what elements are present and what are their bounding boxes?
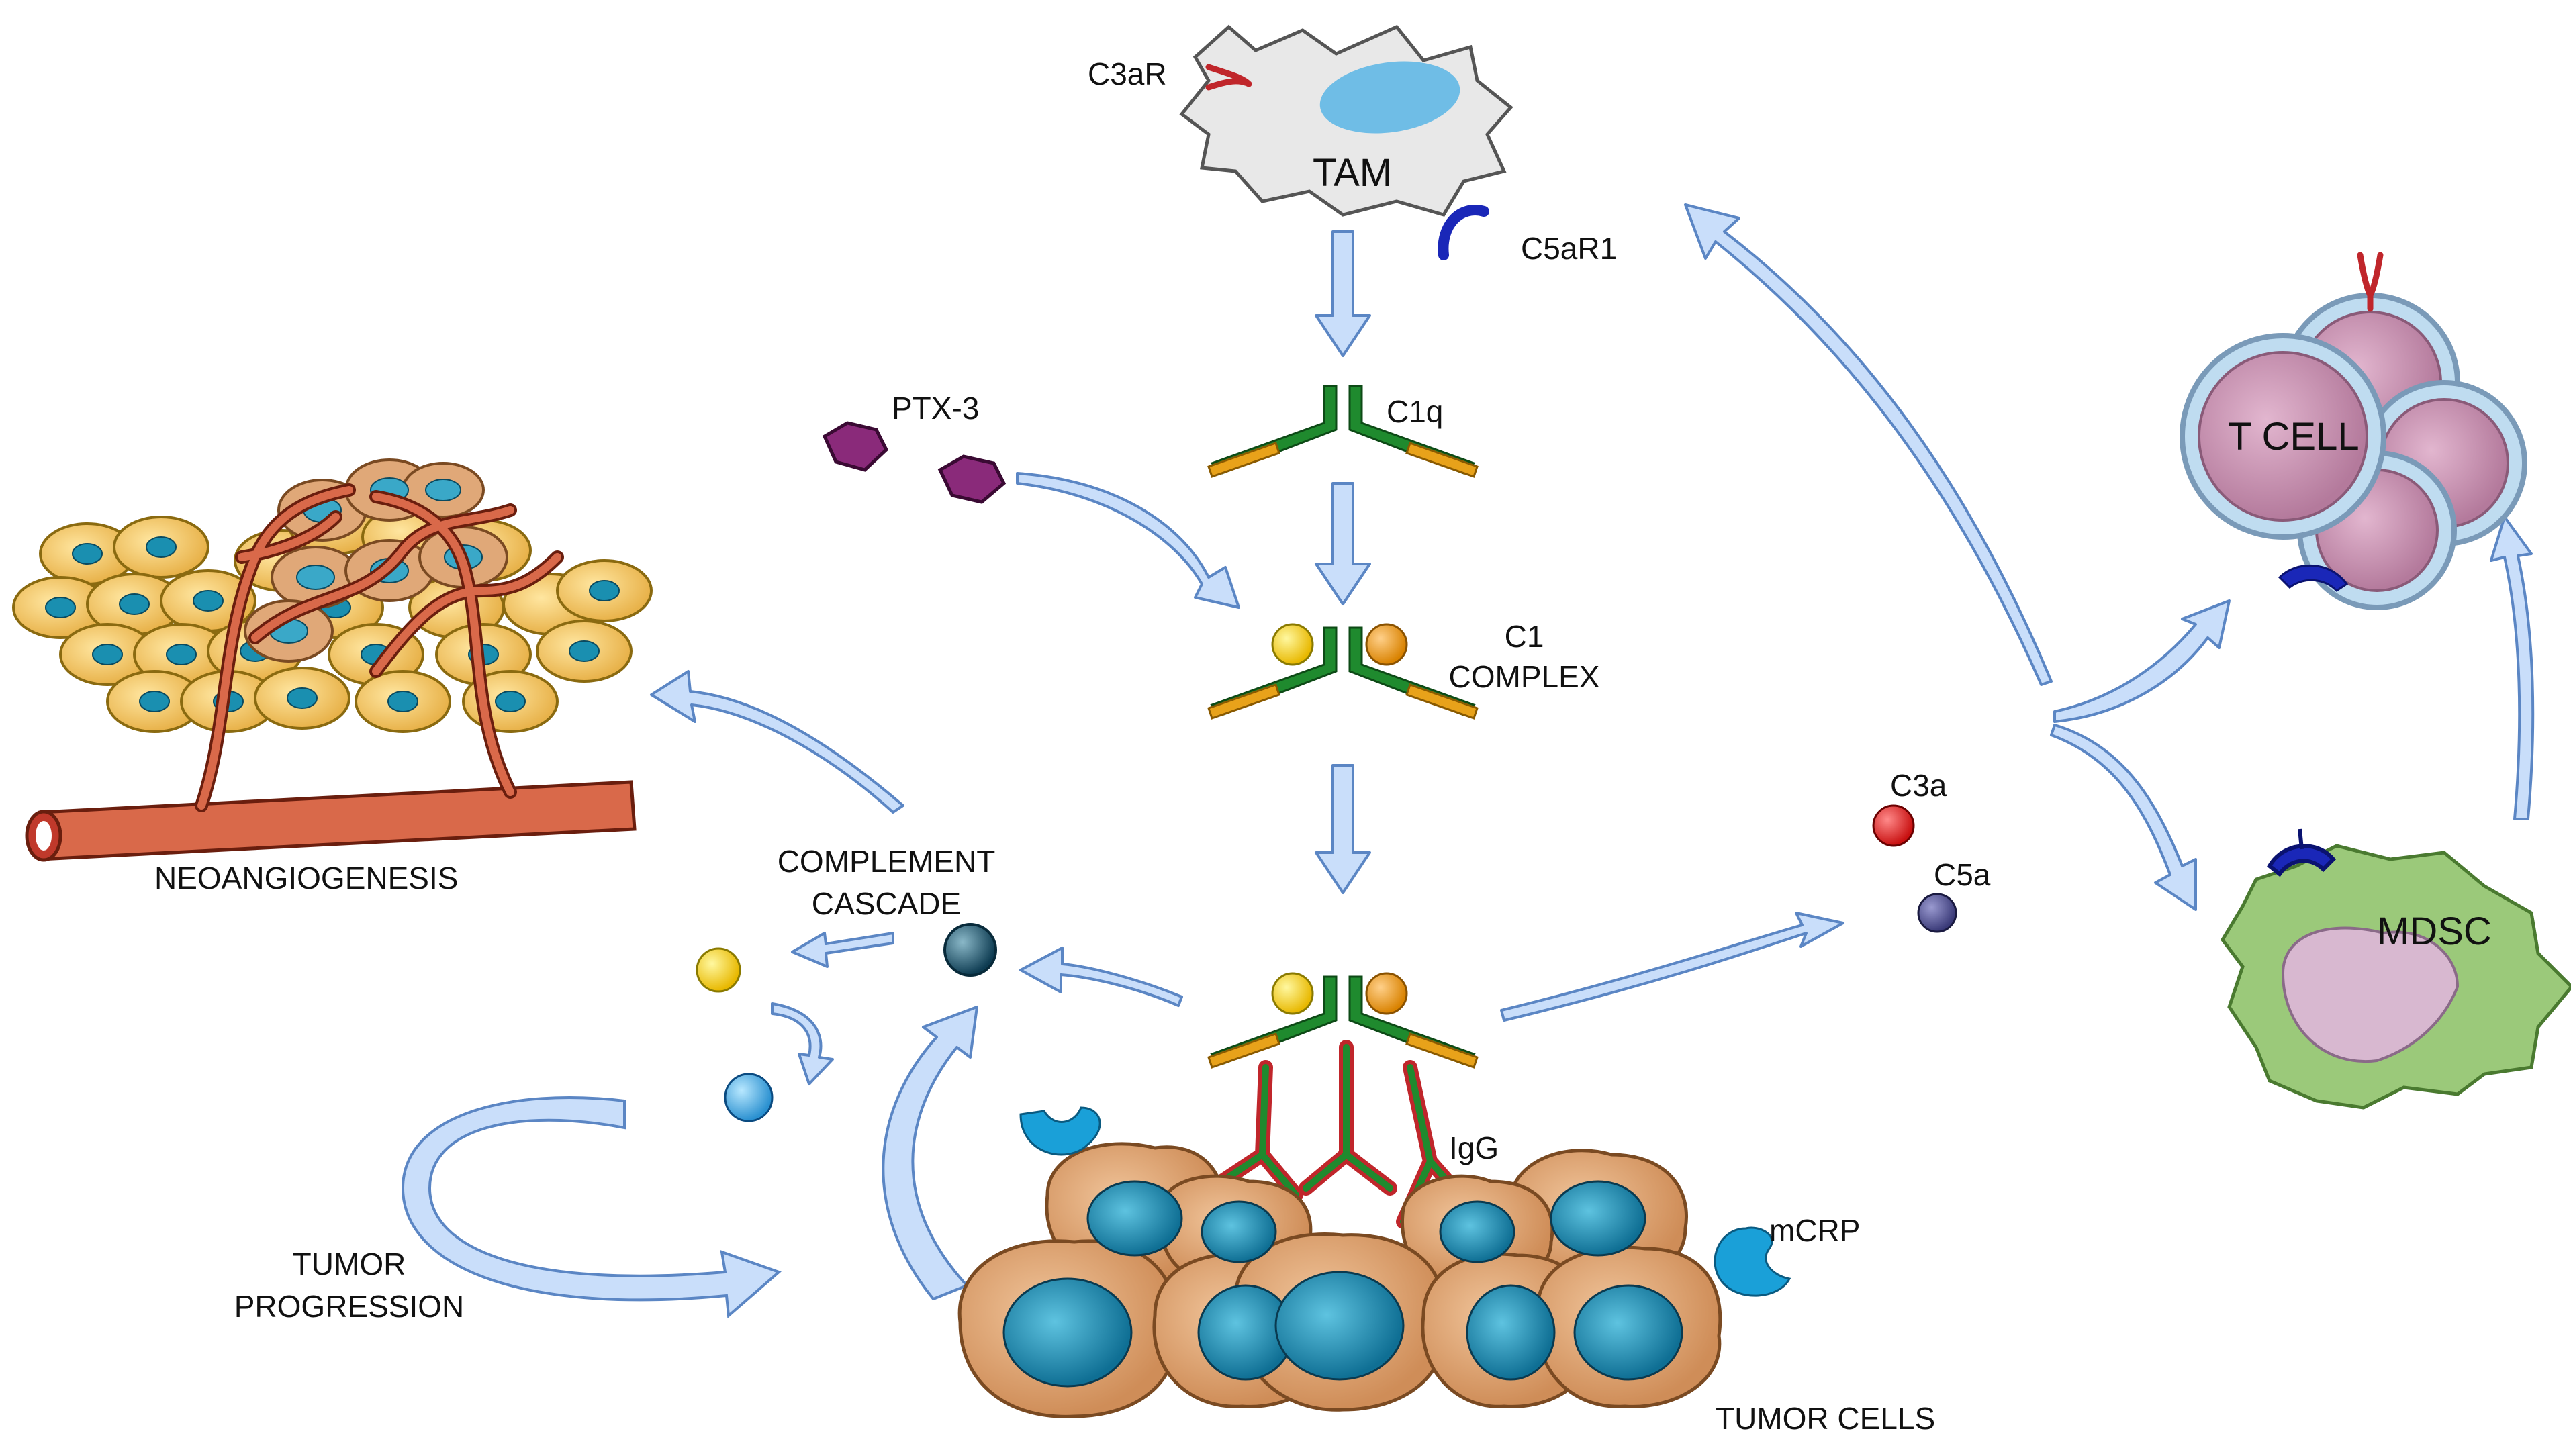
mcrp-icon-left <box>1019 1106 1101 1156</box>
tcell-label: T CELL <box>2228 415 2359 458</box>
tcell-cluster <box>2180 293 2527 610</box>
ptx3-label: PTX-3 <box>892 391 980 426</box>
c1q-label: C1q <box>1387 394 1444 429</box>
mcrp-icon-right <box>1714 1226 1791 1297</box>
neoangiogenesis-tissue <box>12 458 653 862</box>
arrow-cascade-to-neoangiogenesis <box>650 670 904 814</box>
mdsc-cell <box>2220 844 2571 1110</box>
tam-nucleus <box>1319 61 1460 134</box>
arrow-c1q-to-c1complex <box>1315 482 1371 605</box>
c1-complex-label-line1: C1 <box>1504 619 1544 654</box>
arrows <box>650 203 2535 1300</box>
mdsc-label: MDSC <box>2377 910 2492 953</box>
c5ar1-receptor-icon <box>1438 205 1489 260</box>
arrow-tam-to-c1q <box>1315 230 1371 357</box>
tcell-blue-receptor-icon <box>2278 564 2349 592</box>
neoangiogenesis-label: NEOANGIOGENESIS <box>154 861 459 895</box>
arrow-ptx3-to-c1complex <box>1016 472 1240 609</box>
tumor-nuclei <box>1002 1180 1683 1388</box>
arrow-tumor-to-cascade <box>1019 947 1183 1007</box>
blood-vessel <box>38 780 637 861</box>
arrow-cascade-to-ball <box>791 932 894 968</box>
c1-complex-label-line2: COMPLEX <box>1448 659 1600 694</box>
arrow-progression-up <box>882 1006 978 1300</box>
arrow-to-tam <box>1684 203 2053 686</box>
cascade-sphere-blue <box>724 1073 774 1122</box>
tam-cell <box>1179 24 1513 217</box>
c5ar1-label: C5aR1 <box>1521 231 1618 266</box>
arrow-c1complex-to-tumor <box>1315 764 1371 894</box>
c3ar-receptor-icon <box>1205 64 1252 91</box>
c1-on-tumor <box>1207 972 1479 1069</box>
arrow-mdsc-to-tcell <box>2490 516 2535 820</box>
arrow-to-tcell <box>2053 599 2231 723</box>
mdsc-blue-receptor-icon <box>2267 828 2337 877</box>
c3ar-label: C3aR <box>1088 56 1167 91</box>
ptx3-hexagon-1 <box>822 421 889 472</box>
tumor-cells-label: TUMOR CELLS <box>1716 1401 1936 1436</box>
c3a-sphere <box>1872 804 1915 847</box>
arrow-to-mdsc <box>2050 724 2197 911</box>
arrow-tumor-to-anaphylatoxins <box>1500 912 1844 1022</box>
complement-cascade-label-line2: CASCADE <box>811 886 962 921</box>
tumor-progression-label-line1: TUMOR <box>292 1247 406 1281</box>
tumor-progression-arrow <box>401 1096 782 1319</box>
mcrp-label: mCRP <box>1769 1213 1861 1248</box>
c5a-label: C5a <box>1934 857 1991 892</box>
arrow-ball-to-ball <box>771 1002 834 1085</box>
cascade-sphere-yellow <box>696 947 741 993</box>
igg-label: IgG <box>1449 1130 1499 1165</box>
tam-label: TAM <box>1313 151 1393 195</box>
complement-cascade-label-line1: COMPLEMENT <box>777 844 996 879</box>
c3a-label: C3a <box>1890 768 1947 803</box>
tumor-progression-label-line2: PROGRESSION <box>234 1289 465 1324</box>
c5a-sphere <box>1917 893 1957 933</box>
c1q-molecule <box>1207 385 1479 478</box>
c1-complex-molecule <box>1207 623 1479 720</box>
cascade-sphere-dark <box>943 923 997 977</box>
ptx3-hexagon-2 <box>937 454 1007 504</box>
tcell-red-receptor-icon <box>2357 252 2384 312</box>
